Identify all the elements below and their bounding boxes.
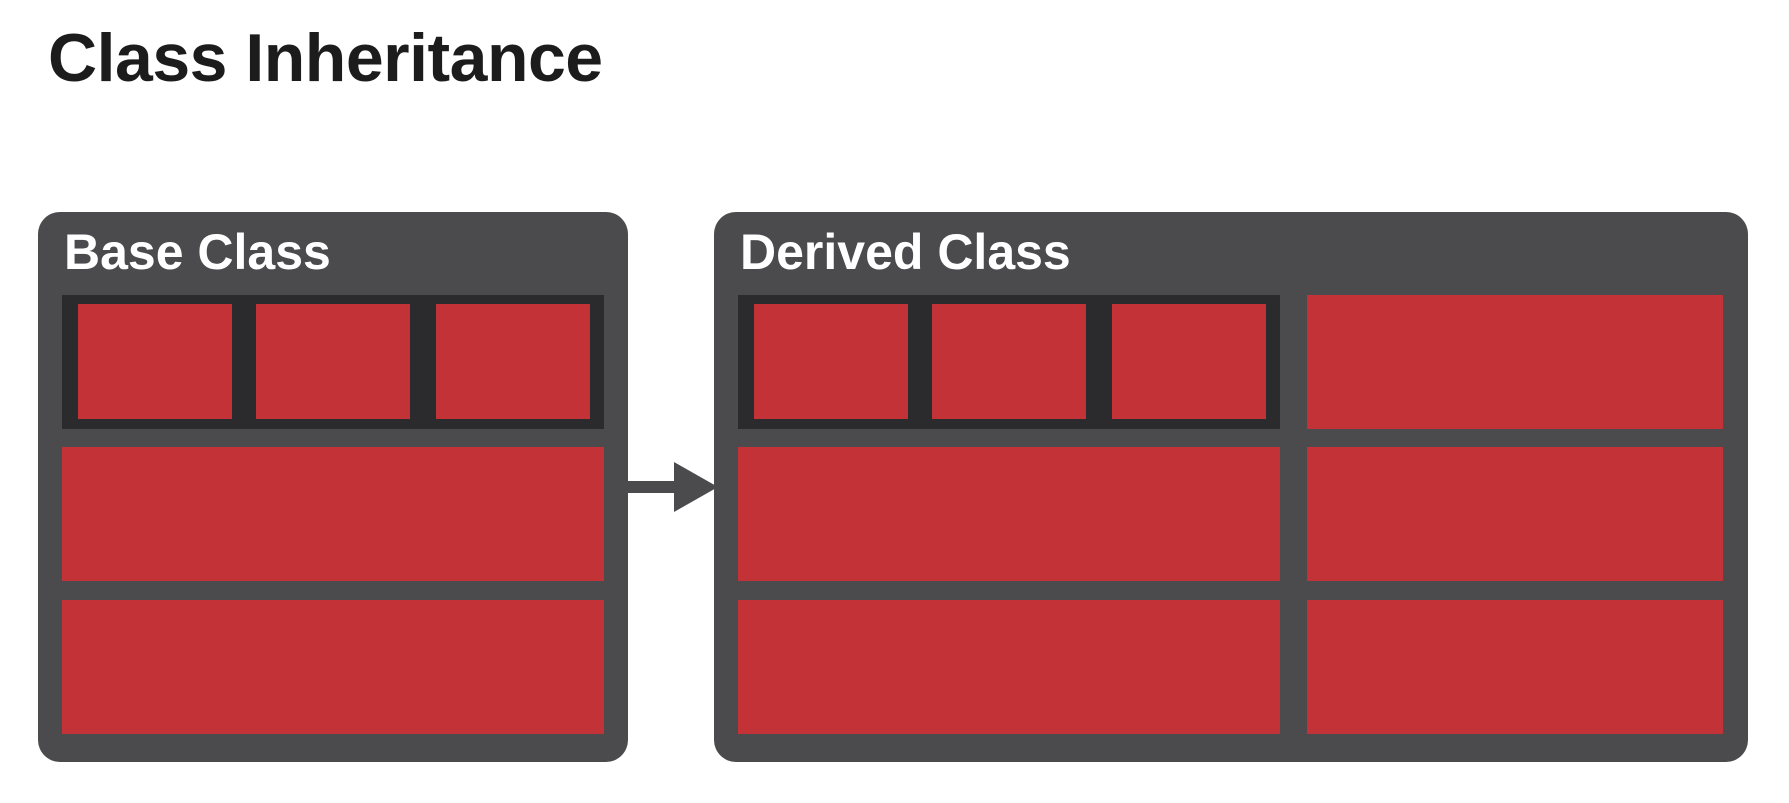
- base-nested-member-group: [62, 295, 604, 429]
- inherited-nested-member: [932, 304, 1086, 419]
- inherited-nested-member: [754, 304, 908, 419]
- added-member: [1307, 600, 1723, 734]
- inherited-member-row: [738, 600, 1280, 734]
- derived-class-label: Derived Class: [740, 224, 1071, 280]
- base-member-row: [62, 447, 604, 581]
- base-member-row: [62, 600, 604, 734]
- inherited-nested-member-group: [738, 295, 1280, 429]
- base-nested-member: [436, 304, 590, 419]
- inherited-nested-member: [1112, 304, 1266, 419]
- inherited-member-row: [738, 447, 1280, 581]
- arrow-right-icon: [626, 462, 718, 512]
- base-nested-member: [256, 304, 410, 419]
- added-member: [1307, 295, 1723, 429]
- base-class-box: Base Class: [38, 212, 628, 762]
- base-class-label: Base Class: [64, 224, 331, 280]
- derived-class-box: Derived Class: [714, 212, 1748, 762]
- added-member: [1307, 447, 1723, 581]
- page-title: Class Inheritance: [48, 20, 603, 96]
- base-nested-member: [78, 304, 232, 419]
